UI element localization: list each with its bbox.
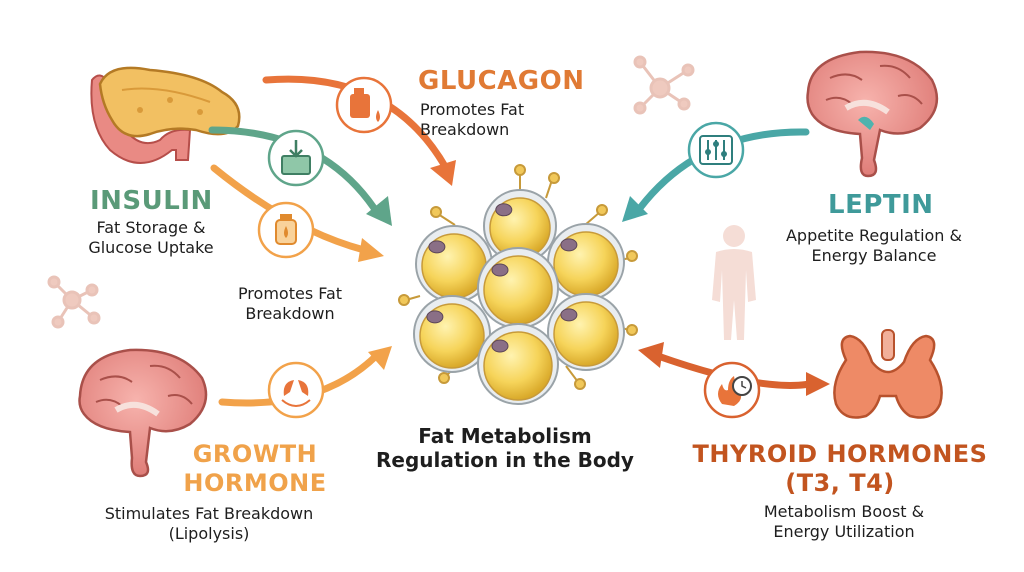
storage-box-icon <box>267 129 325 187</box>
glucagon-desc-line2: Breakdown <box>420 119 510 139</box>
fat-cell-cluster <box>398 164 638 405</box>
thyroid-desc-line1: Metabolism Boost & <box>763 502 925 521</box>
leptin-desc-line2: Energy Balance <box>811 245 937 265</box>
thyroid-hormones-description: Metabolism Boost & Energy Utilization <box>734 502 954 541</box>
fat-cell <box>477 323 559 405</box>
growth-title-line2: HORMONE <box>183 469 327 498</box>
thyroid-desc-line2: Energy Utilization <box>773 521 915 541</box>
promotes-desc-line1: Promotes Fat <box>237 284 343 303</box>
promotes-desc-line2: Breakdown <box>245 303 335 323</box>
fat-cell <box>477 247 559 329</box>
fat-cell <box>547 293 625 371</box>
growth-desc-line1: Stimulates Fat Breakdown <box>104 504 314 523</box>
growth-desc-line2: (Lipolysis) <box>168 523 250 543</box>
growth-title-line1: GROWTH <box>192 440 318 468</box>
leptin-description: Appetite Regulation & Energy Balance <box>764 226 984 265</box>
glucagon-description: Promotes Fat Breakdown <box>420 100 524 139</box>
brain-icon <box>806 50 939 178</box>
promotes-fat-description: Promotes Fat Breakdown <box>210 284 370 323</box>
insulin-title: INSULIN <box>90 186 213 216</box>
leptin-title: LEPTIN <box>828 190 934 220</box>
growth-hormone-title: GROWTH HORMONE <box>180 440 330 499</box>
fuel-can-icon <box>335 76 393 134</box>
pancreas-icon <box>90 66 241 164</box>
thyroid-title-line1: THYROID HORMONES <box>692 440 988 468</box>
center-title-line1: Fat Metabolism <box>418 424 592 448</box>
sliders-icon <box>687 121 745 179</box>
molecule-icon <box>633 55 695 115</box>
glucagon-title: GLUCAGON <box>418 66 585 96</box>
flame-clock-icon <box>703 361 761 419</box>
thyroid-icon <box>833 329 943 419</box>
molecule-icon <box>47 275 101 329</box>
oil-bottle-icon <box>257 201 315 259</box>
insulin-desc-line2: Glucose Uptake <box>88 237 214 257</box>
fat-cell <box>413 295 491 373</box>
split-cell-icon <box>267 361 325 419</box>
arrowhead <box>358 160 830 396</box>
insulin-desc-line1: Fat Storage & <box>96 218 206 237</box>
brain-icon <box>78 348 208 478</box>
thyroid-title-line2: (T3, T4) <box>785 469 895 498</box>
leptin-desc-line1: Appetite Regulation & <box>785 226 963 245</box>
glucagon-desc-line1: Promotes Fat <box>420 100 525 119</box>
growth-hormone-description: Stimulates Fat Breakdown (Lipolysis) <box>84 504 334 543</box>
center-title: Fat Metabolism Regulation in the Body <box>360 424 650 473</box>
center-title-line2: Regulation in the Body <box>376 448 634 473</box>
fat-cell <box>547 223 625 301</box>
thyroid-hormones-title: THYROID HORMONES (T3, T4) <box>690 440 990 499</box>
human-silhouette-icon <box>712 225 756 340</box>
insulin-description: Fat Storage & Glucose Uptake <box>66 218 236 257</box>
